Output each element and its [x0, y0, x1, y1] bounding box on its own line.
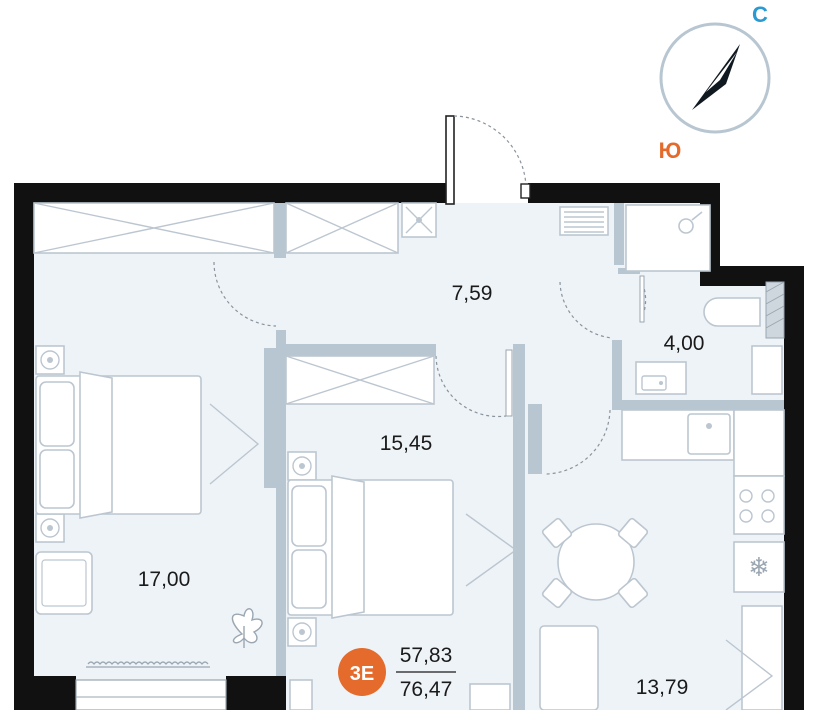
type-badge [338, 648, 386, 696]
entrance-door[interactable] [445, 115, 531, 205]
compass: С Ю [659, 2, 771, 163]
radiator-icon [87, 661, 209, 665]
apartment-summary: 3Е 57,83 76,47 [338, 644, 456, 701]
kitchen-living-furniture: ❄ [539, 409, 785, 710]
compass-ring [659, 22, 771, 134]
type-badge-label: 3Е [350, 663, 374, 685]
room-area-hall: 7,59 [452, 282, 493, 305]
interior-partitions [264, 203, 786, 710]
fan-icon [40, 350, 60, 370]
bathroom-fixtures [559, 204, 783, 395]
total-area: 76,47 [400, 678, 453, 701]
compass-north-label: С [752, 2, 768, 27]
bedroom-1-furniture [35, 345, 263, 648]
outer-walls [14, 183, 804, 710]
room-area-bedroom-1: 17,00 [138, 568, 191, 591]
wardrobe-hall [33, 202, 437, 327]
window-bottom [75, 661, 227, 710]
bedroom-2-furniture [285, 349, 518, 710]
room-area-bathroom: 4,00 [664, 332, 705, 355]
compass-needle-icon [692, 44, 740, 110]
room-area-kitchen-living: 13,79 [636, 676, 689, 699]
snowflake-icon: ❄ [748, 553, 770, 583]
room-area-bedroom-2: 15,45 [380, 432, 433, 455]
compass-south-label: Ю [659, 138, 682, 163]
living-area: 57,83 [400, 644, 453, 667]
plant-icon [231, 608, 263, 648]
